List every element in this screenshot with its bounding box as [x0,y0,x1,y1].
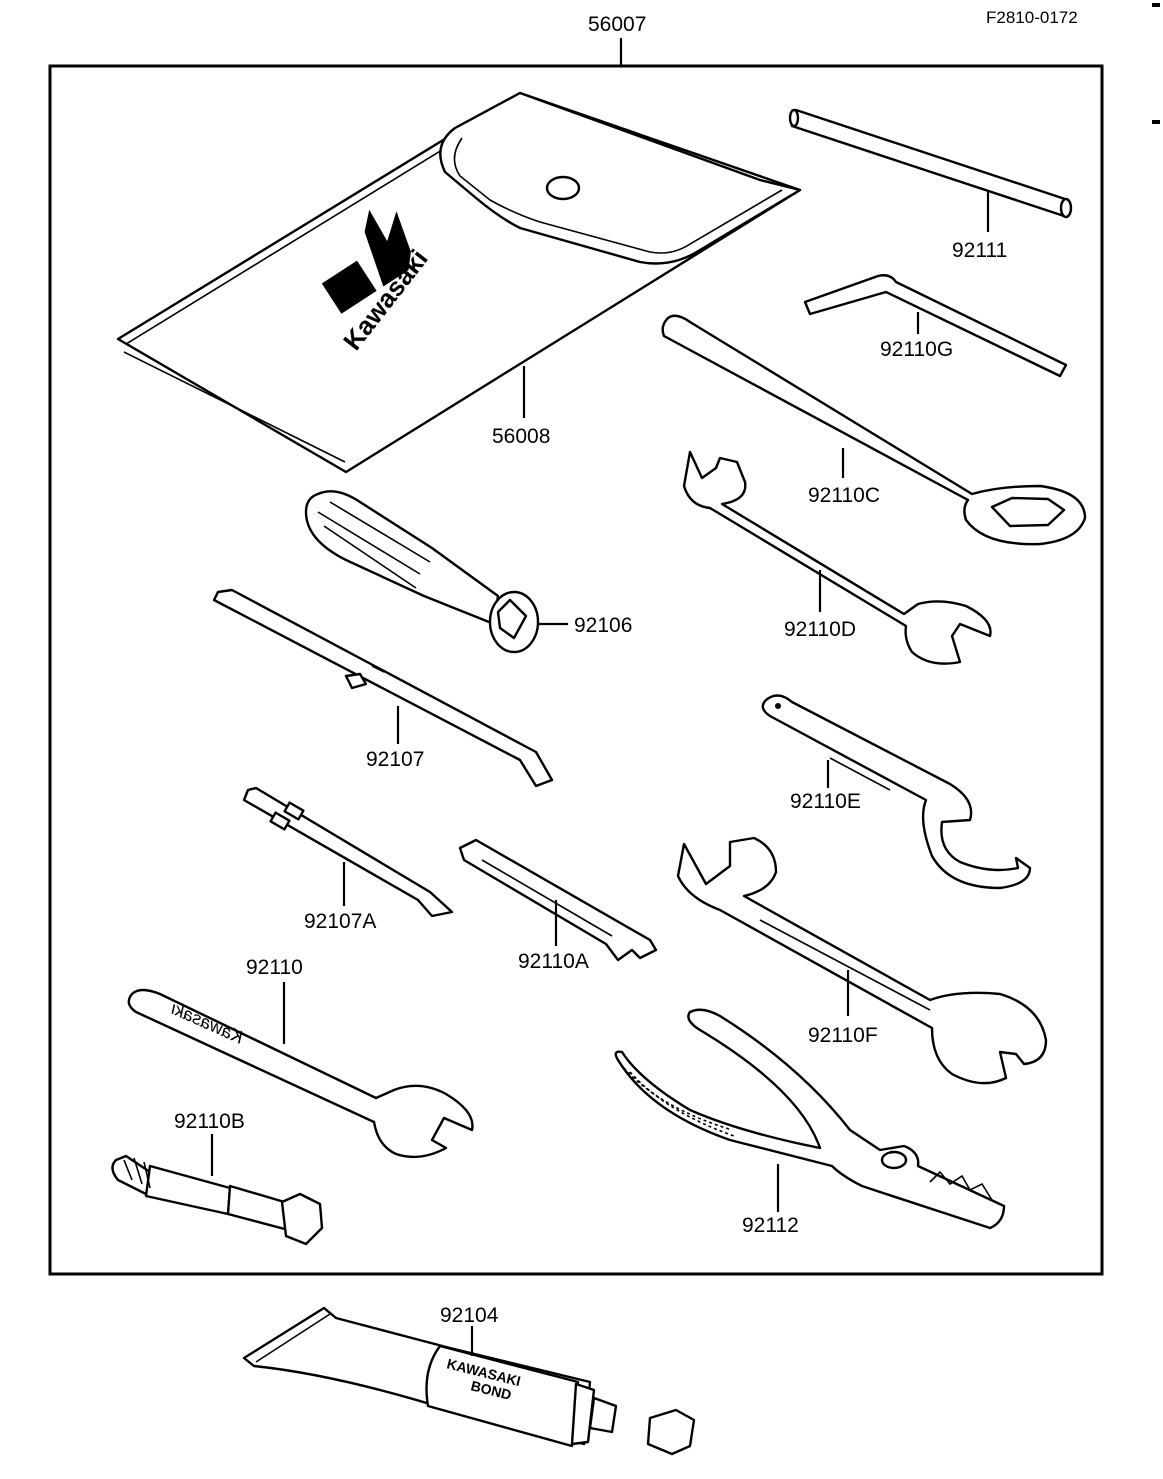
pliers-92112-illustration [614,1008,1006,1230]
label-92112: 92112 [742,1214,799,1237]
bond-tube-92104-illustration [242,1306,696,1456]
hex-key-92110G-illustration [803,274,1068,378]
handle-92106-illustration [304,490,540,654]
label-92104: 92104 [440,1304,499,1327]
label-92111: 92111 [952,239,1007,262]
label-92110: 92110 [246,956,303,979]
label-92110C: 92110C [808,484,880,507]
label-92110B: 92110B [174,1110,245,1133]
reference-code: F2810-0172 [986,8,1078,27]
label-56008: 56008 [492,425,550,448]
label-92107A: 92107A [304,910,376,933]
edge-mark-bottom [1152,120,1160,124]
label-92110F: 92110F [808,1024,878,1047]
socket-92110B-illustration [111,1154,324,1246]
wrench-92110F-illustration [676,836,1048,1085]
pouch-illustration: Kawasaki [116,91,802,474]
spanner-92110E-illustration [761,694,1032,890]
label-92110D: 92110D [784,618,856,641]
label-92110E: 92110E [790,790,861,813]
wrench-92110D-illustration [682,450,992,665]
label-56007: 56007 [588,13,646,36]
spanner-92110A-illustration [458,838,658,962]
wrench-92110C-illustration [661,314,1087,546]
shaft-92107-illustration [212,588,554,788]
label-92110A: 92110A [518,950,589,973]
edge-mark-top [1152,3,1160,7]
kit-frame [48,64,1104,1276]
label-92110G: 92110G [880,338,953,361]
bit-92107A-illustration [242,786,454,918]
label-92107: 92107 [366,748,424,771]
rod-92111-illustration [788,108,1073,219]
label-92106: 92106 [574,614,632,637]
